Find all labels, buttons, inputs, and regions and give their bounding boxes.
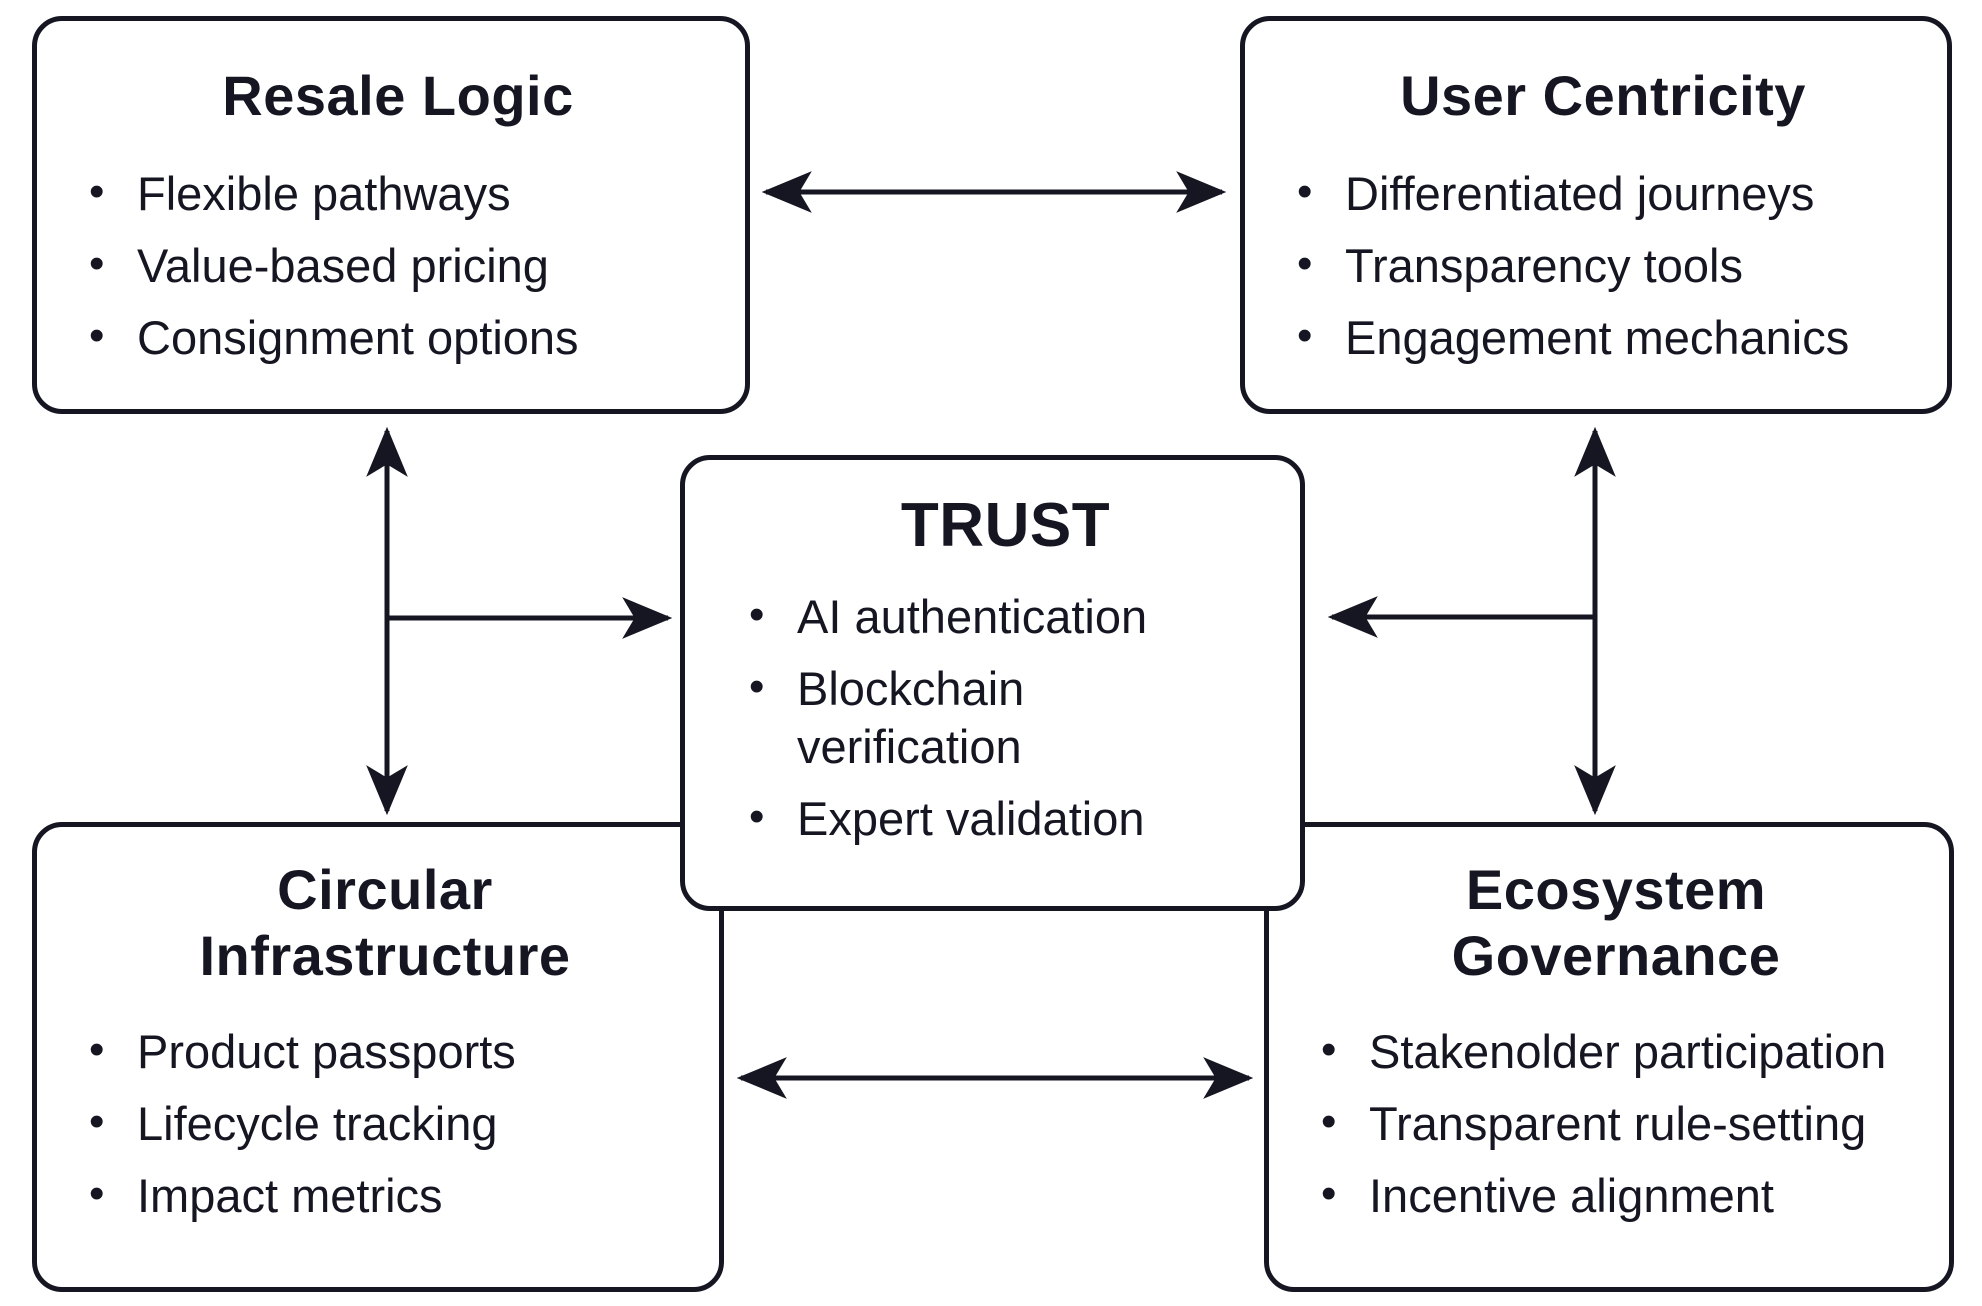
bullet-item: Value-based pricing — [81, 235, 715, 295]
bullet-item: Product passports — [81, 1021, 689, 1081]
box-circular-infrastructure: Circular Infrastructure Product passport… — [32, 822, 724, 1292]
bullet-list: Product passports Lifecycle tracking Imp… — [81, 1021, 689, 1225]
box-title-ecosystem-governance: Ecosystem Governance — [1313, 857, 1919, 989]
box-trust: TRUST AI authentication Blockchain verif… — [680, 455, 1305, 911]
bullet-item: Lifecycle tracking — [81, 1093, 689, 1153]
bullet-item: Impact metrics — [81, 1165, 689, 1225]
bullet-item: Blockchain verification — [741, 658, 1270, 776]
bullet-item: Stakenolder participation — [1313, 1021, 1919, 1081]
title-line: Governance — [1451, 924, 1781, 987]
title-line: Ecosystem — [1465, 858, 1767, 921]
bullet-item: Consignment options — [81, 307, 715, 367]
box-ecosystem-governance: Ecosystem Governance Stakenolder partici… — [1264, 822, 1954, 1292]
bullet-item: Engagement mechanics — [1289, 307, 1917, 367]
bullet-list: AI authentication Blockchain verificatio… — [741, 586, 1270, 848]
bullet-item: Flexible pathways — [81, 163, 715, 223]
bullet-list: Differentiated journeys Transparency too… — [1289, 163, 1917, 367]
title-line: Circular — [277, 858, 493, 921]
box-user-centricity: User Centricity Differentiated journeys … — [1240, 16, 1952, 414]
bullet-item: AI authentication — [741, 586, 1270, 646]
bullet-item: Expert validation — [741, 788, 1270, 848]
box-title-resale-logic: Resale Logic — [222, 64, 574, 127]
box-resale-logic: Resale Logic Flexible pathways Value-bas… — [32, 16, 750, 414]
box-title-trust: TRUST — [900, 491, 1111, 560]
bullet-list: Flexible pathways Value-based pricing Co… — [81, 163, 715, 367]
bullet-item: Incentive alignment — [1313, 1165, 1919, 1225]
box-title-circular-infrastructure: Circular Infrastructure — [81, 857, 689, 989]
bullet-list: Stakenolder participation Transparent ru… — [1313, 1021, 1919, 1225]
box-title-user-centricity: User Centricity — [1400, 64, 1806, 127]
bullet-item: Differentiated journeys — [1289, 163, 1917, 223]
title-line: Infrastructure — [199, 924, 571, 987]
bullet-item: Transparency tools — [1289, 235, 1917, 295]
bullet-item: Transparent rule-setting — [1313, 1093, 1919, 1153]
